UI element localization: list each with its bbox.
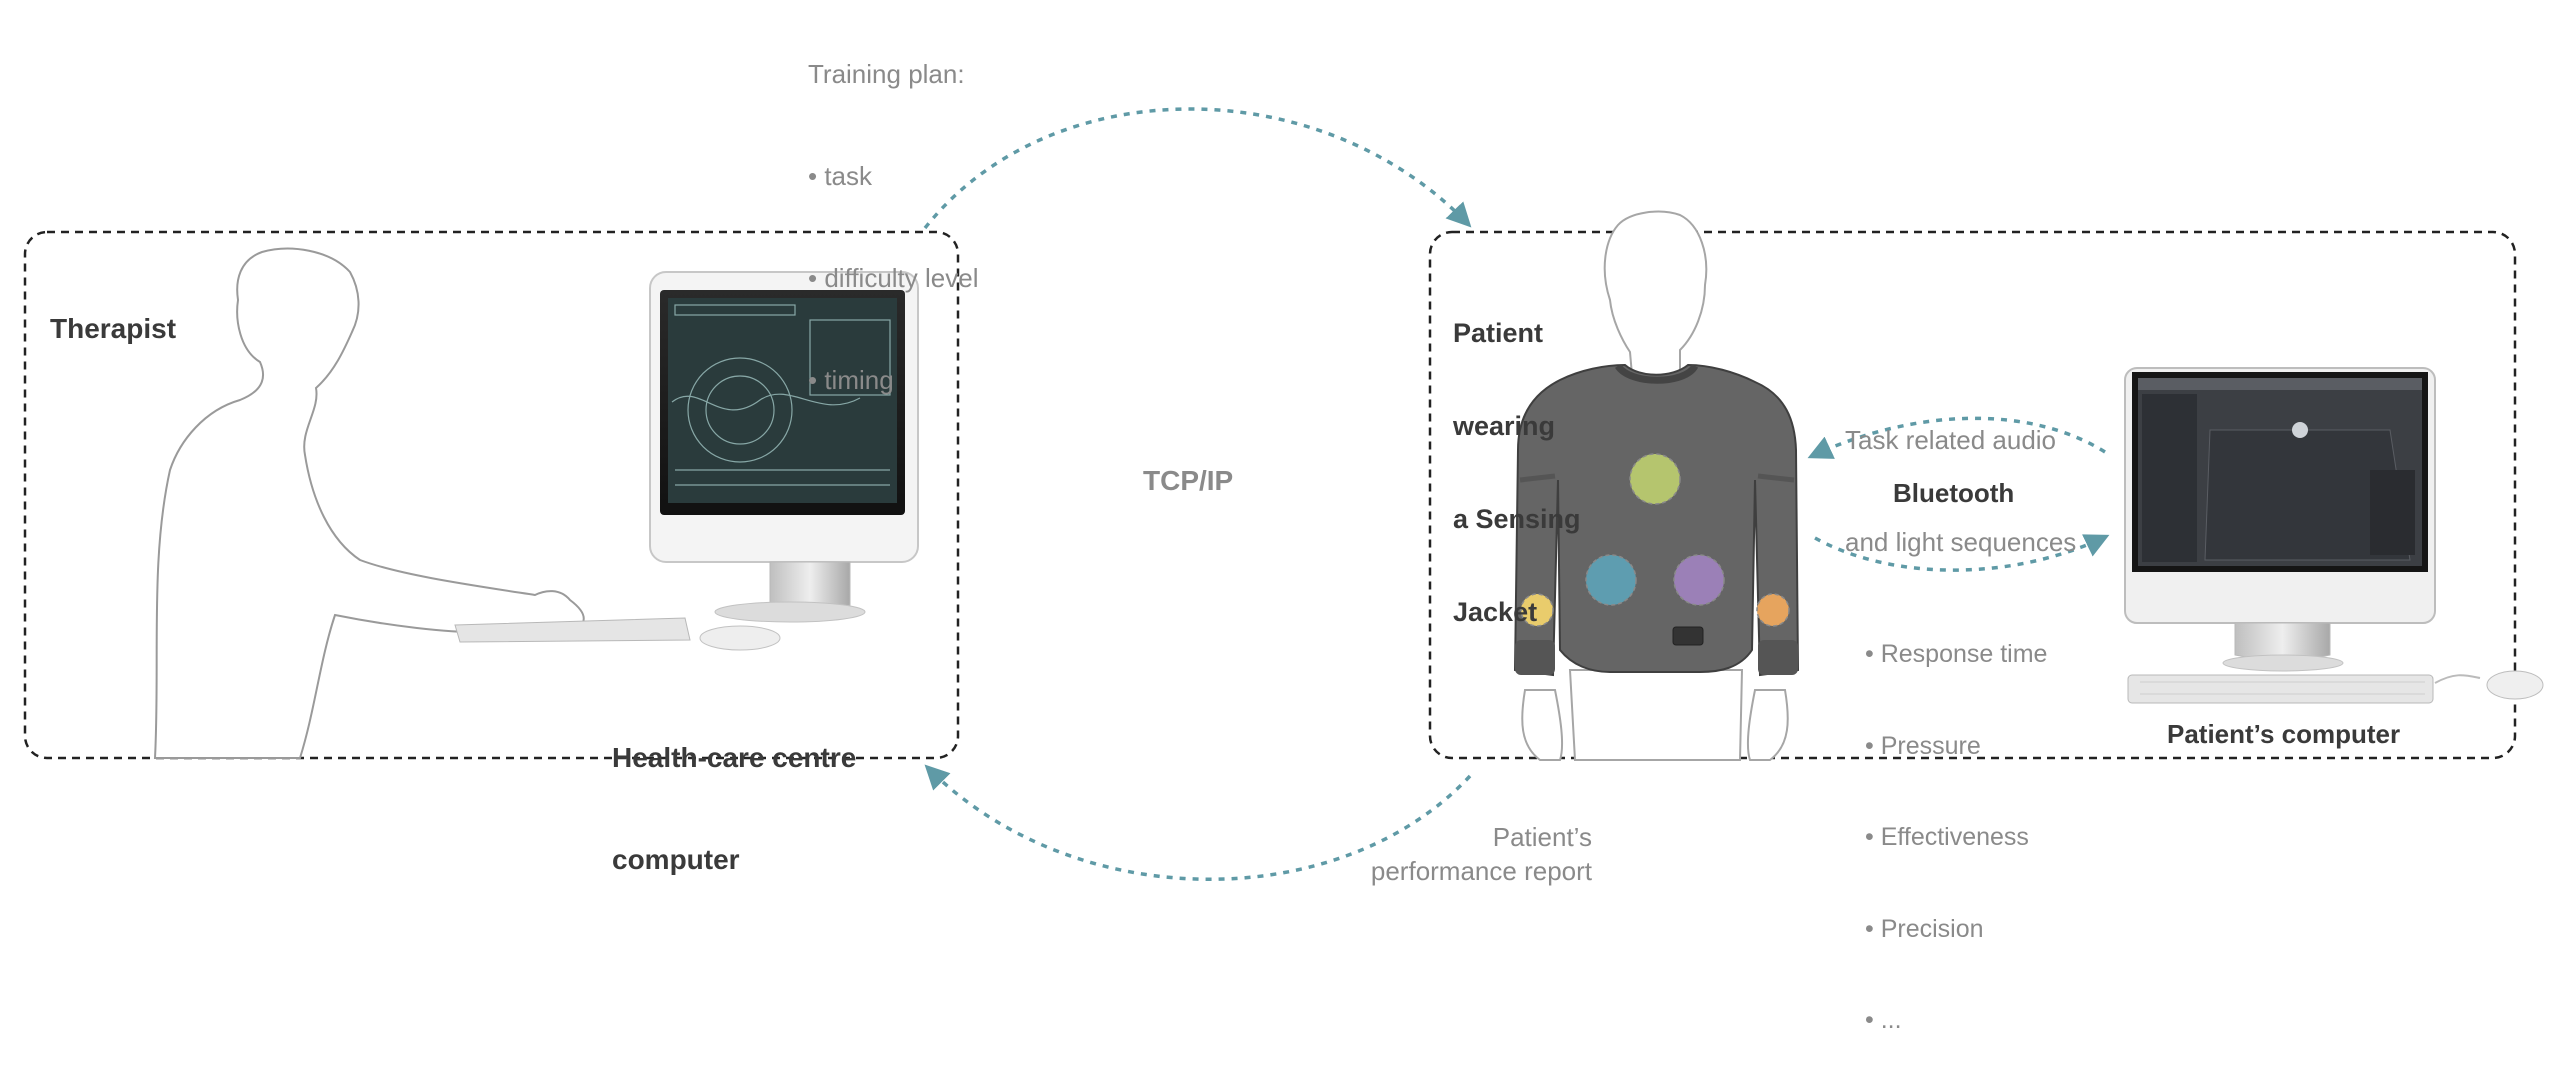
audio-light-arrow <box>1807 416 2106 459</box>
audio-light-label-line: and light sequences <box>1845 527 2077 557</box>
metrics-arrow <box>1814 534 2110 572</box>
sensor-left <box>1585 554 1637 606</box>
hc-computer-label: Health-care centre computer <box>612 673 856 911</box>
diagram-canvas <box>23 107 2544 881</box>
patient-computer-label: Patient’s computer <box>2167 719 2401 749</box>
patient-label-line: Patient <box>1453 318 1544 348</box>
report-label-line: Patient’s <box>1492 822 1592 852</box>
report-label: Patient’s performance report <box>1290 820 1592 888</box>
hc-computer-label-line: Health-care centre <box>612 742 857 773</box>
patient-silhouette <box>1521 210 1789 761</box>
hc-computer-icon <box>454 271 919 651</box>
tcpip-label: TCP/IP <box>1143 465 1234 496</box>
sensor-right <box>1673 554 1725 606</box>
sensor-wrist-right <box>1756 593 1790 627</box>
therapist-label: Therapist <box>50 313 177 344</box>
metrics-item: Response time <box>1865 639 2048 670</box>
patient-label-line: Jacket <box>1453 597 1538 627</box>
audio-light-label: Task related audio and light sequences <box>1845 355 2076 593</box>
audio-light-label-line: Task related audio <box>1845 425 2057 455</box>
training-plan-arrow <box>923 107 1472 230</box>
sensing-jacket <box>1513 363 1800 677</box>
therapist-box <box>23 230 960 760</box>
training-plan-item: difficulty level <box>808 261 978 295</box>
therapist-silhouette <box>153 247 585 759</box>
sensor-wrist-left <box>1520 593 1554 627</box>
bluetooth-label: Bluetooth <box>1893 478 2015 508</box>
metrics-item: Pressure <box>1865 731 2047 762</box>
patient-computer-icon <box>2124 367 2544 704</box>
metrics-list: Response time Pressure Effectiveness Pre… <box>1865 578 2048 1066</box>
metrics-item: ... <box>1865 1005 2047 1036</box>
training-plan-item: timing <box>808 363 978 397</box>
report-arrow <box>924 764 1472 881</box>
training-plan-item: task <box>808 159 978 193</box>
patient-label-line: wearing <box>1453 411 1556 441</box>
metrics-item: Precision <box>1865 914 2047 945</box>
patient-box <box>1428 230 2517 760</box>
sensor-chest <box>1629 453 1681 505</box>
patient-label: Patient wearing a Sensing Jacket <box>1453 256 1581 659</box>
training-plan-list: task difficulty level timing <box>808 91 978 431</box>
training-plan-heading: Training plan: <box>808 59 965 89</box>
report-label-line: performance report <box>1370 856 1592 886</box>
metrics-item: Effectiveness <box>1865 822 2047 853</box>
hc-computer-label-line: computer <box>612 844 740 875</box>
patient-label-line: a Sensing <box>1453 504 1581 534</box>
